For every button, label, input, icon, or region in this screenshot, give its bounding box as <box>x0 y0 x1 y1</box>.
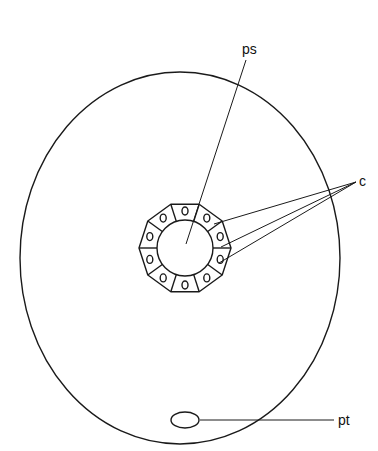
outer-wall <box>20 72 340 444</box>
cell-nuclei <box>147 207 223 289</box>
part-label: ps <box>242 42 257 56</box>
central-cell <box>157 220 213 276</box>
small-body <box>171 412 199 428</box>
cell-ring-outline <box>139 204 231 291</box>
part-label: pt <box>338 413 350 427</box>
leader-lines <box>186 60 356 420</box>
part-label: c <box>359 174 366 188</box>
cell-walls <box>139 204 231 291</box>
